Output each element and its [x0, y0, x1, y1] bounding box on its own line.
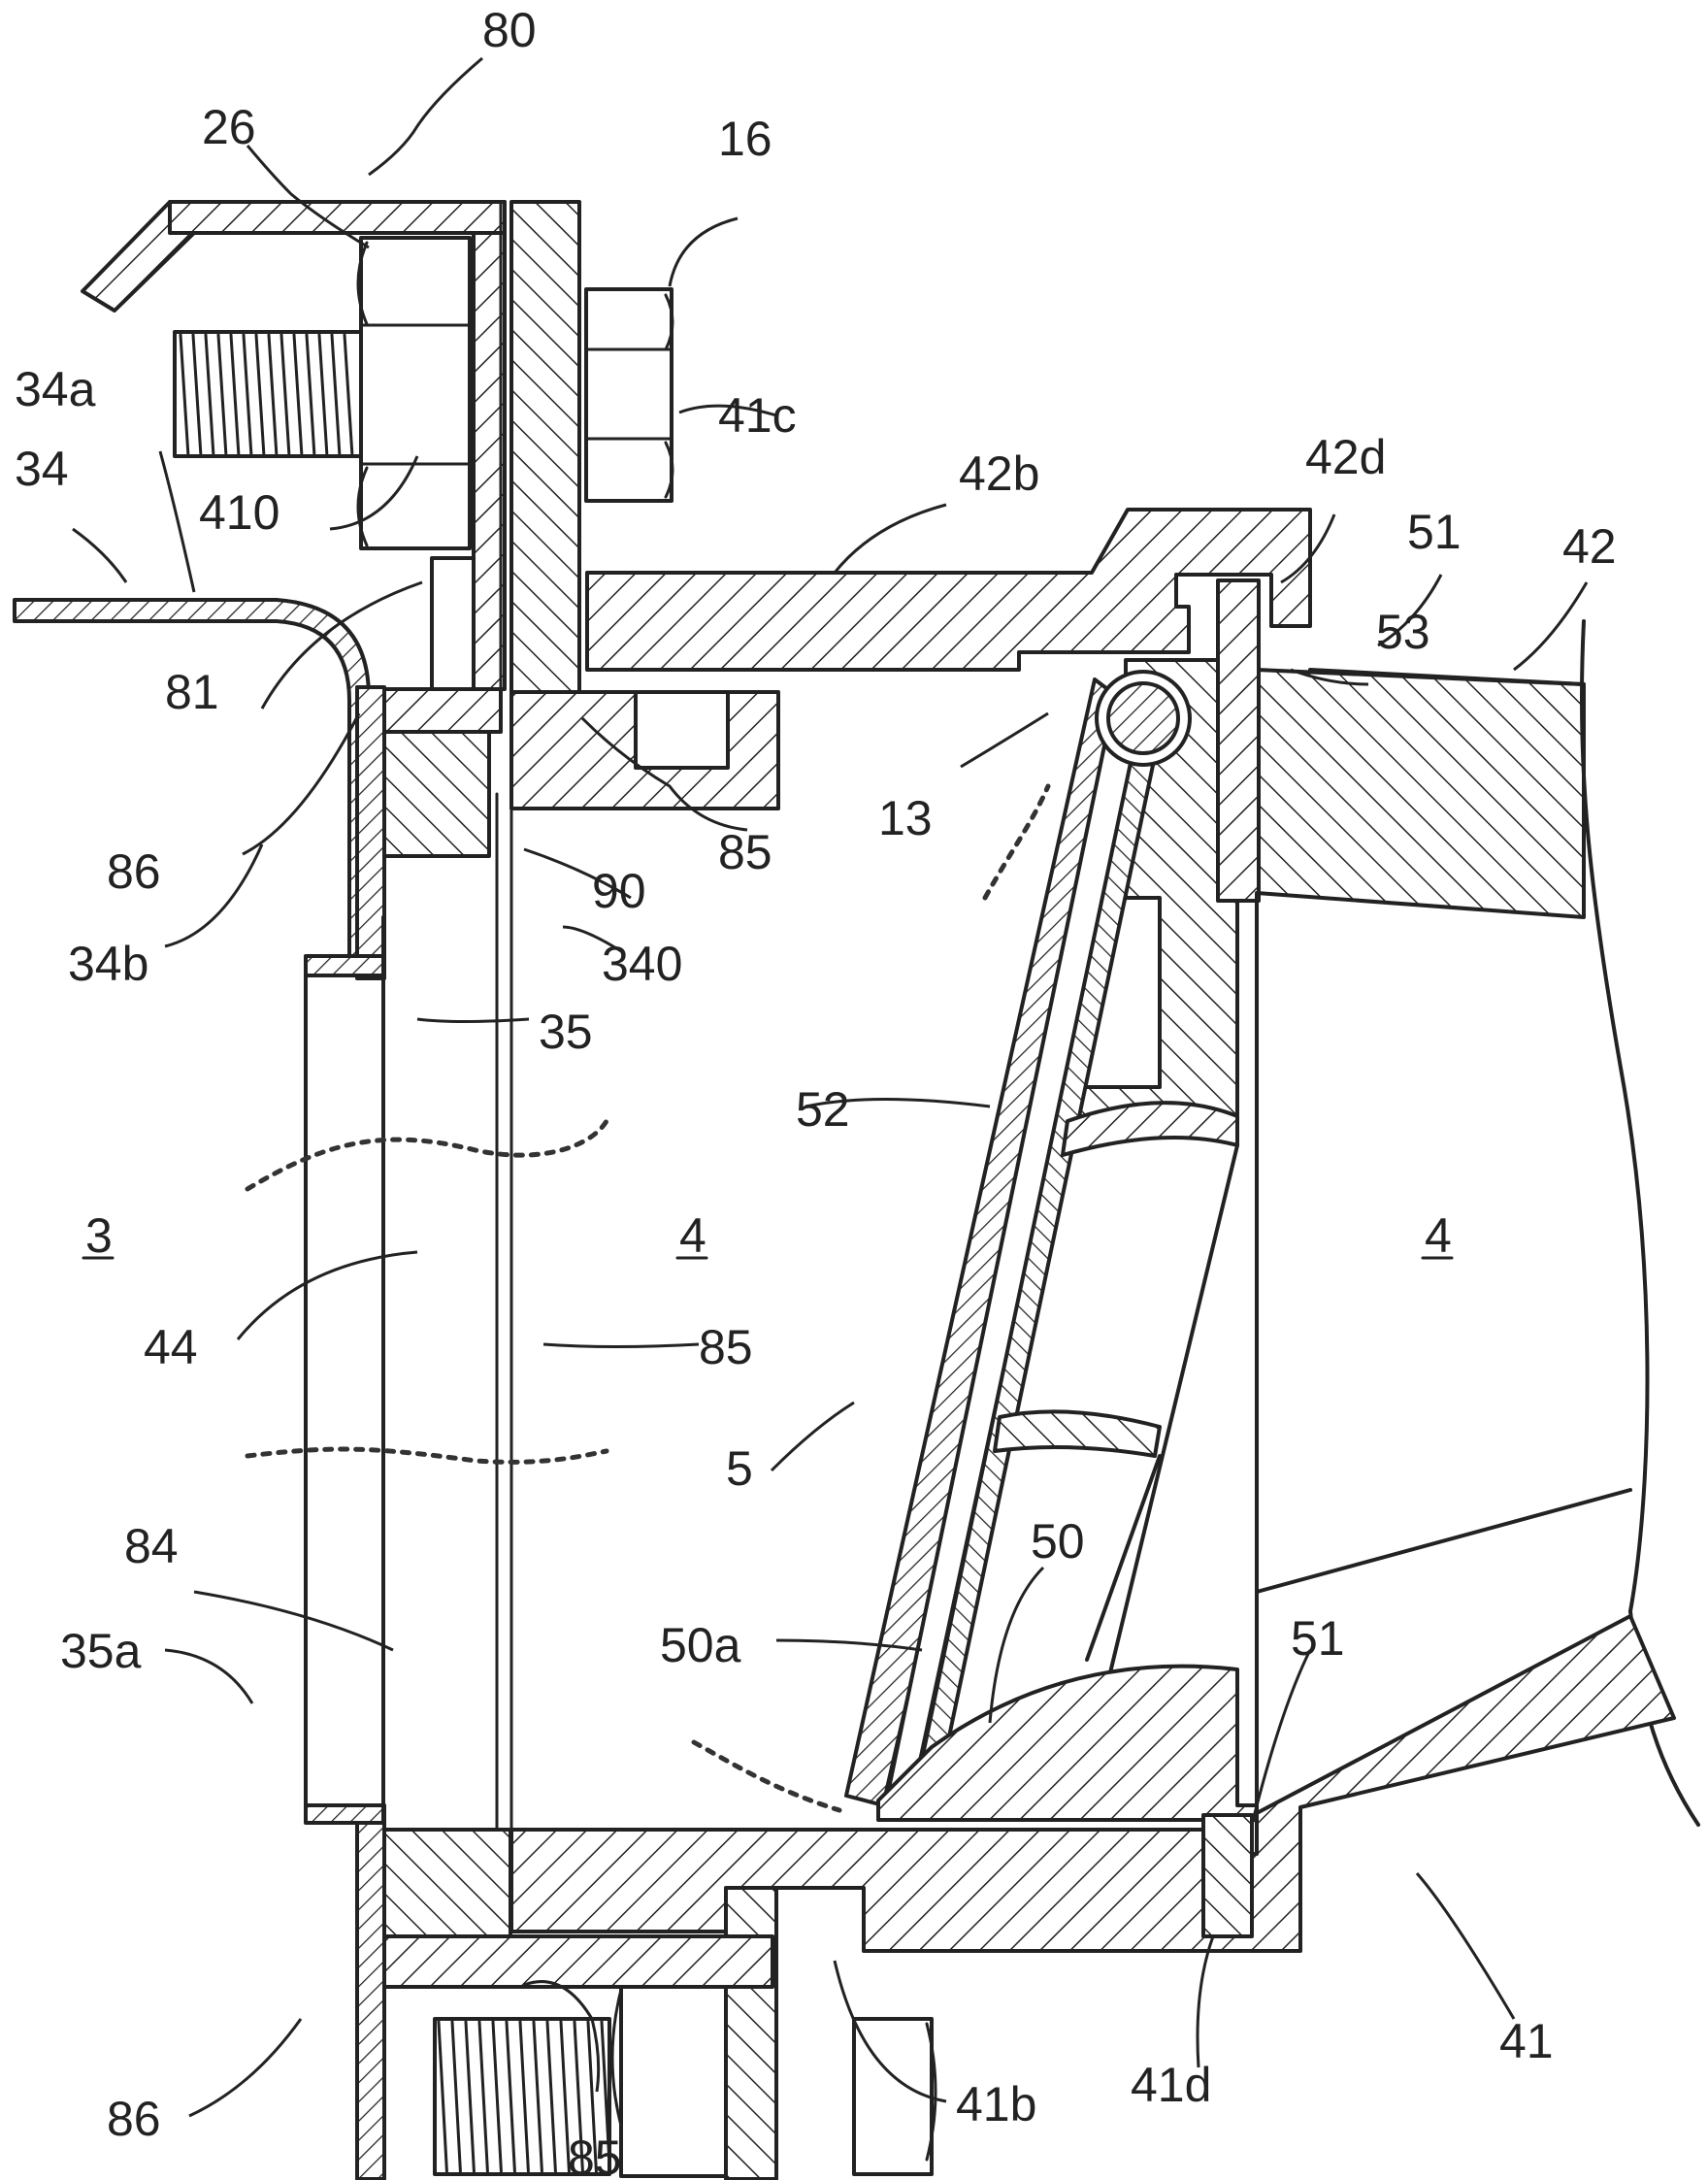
flange-lower-41c — [511, 692, 778, 809]
label-35: 35 — [539, 1005, 593, 1059]
block-42d — [1218, 580, 1259, 901]
label-41: 41 — [1499, 2014, 1554, 2068]
label-5: 5 — [726, 1441, 753, 1496]
bolt-head-16 — [586, 289, 673, 501]
seal-block-90 — [384, 732, 489, 856]
label-51-bottom: 51 — [1291, 1611, 1345, 1666]
cover-42 — [1257, 670, 1584, 917]
label-41b: 41b — [956, 2077, 1036, 2131]
label-42: 42 — [1562, 519, 1617, 574]
label-86-bottom: 86 — [107, 2092, 161, 2146]
threaded-bolt-bottom — [435, 1987, 936, 2176]
label-84: 84 — [124, 1519, 179, 1573]
label-41d: 41d — [1131, 2058, 1211, 2112]
label-90: 90 — [592, 864, 646, 918]
label-85-mid: 85 — [699, 1320, 753, 1374]
label-34a: 34a — [15, 362, 96, 416]
label-34: 34 — [15, 442, 69, 496]
plate-41c — [501, 202, 579, 692]
seal-block-86-top — [384, 689, 501, 732]
right-contour-top — [1582, 621, 1648, 1611]
label-42b: 42b — [959, 446, 1039, 501]
nut-26 — [358, 238, 470, 548]
label-86-top: 86 — [107, 844, 161, 899]
label-44: 44 — [144, 1320, 198, 1374]
flange-41b — [726, 1888, 776, 2179]
label-85-top: 85 — [718, 825, 772, 879]
rim-line — [1257, 1490, 1630, 1592]
ledge-35-top — [306, 956, 383, 975]
label-3: 3 — [85, 1208, 113, 1263]
fan-blade-middle — [995, 1411, 1160, 1456]
label-51-top: 51 — [1407, 505, 1462, 559]
label-410: 410 — [199, 485, 279, 540]
label-34b: 34b — [68, 937, 148, 991]
blade-line-2 — [1087, 1456, 1160, 1660]
plate-42b — [587, 510, 1310, 670]
wall-34b-bottom — [357, 1805, 384, 2179]
label-41c: 41c — [718, 388, 797, 443]
label-35a: 35a — [60, 1624, 142, 1678]
label-50a: 50a — [660, 1618, 741, 1672]
label-53: 53 — [1376, 605, 1430, 659]
ledge-35a — [306, 1805, 383, 1823]
label-16: 16 — [718, 112, 772, 166]
label-340: 340 — [602, 937, 682, 991]
label-81: 81 — [165, 665, 219, 719]
label-42d: 42d — [1305, 430, 1386, 484]
label-80: 80 — [482, 3, 537, 57]
label-13: 13 — [878, 791, 933, 845]
label-85-bottom: 85 — [568, 2130, 622, 2180]
label-52: 52 — [796, 1082, 850, 1137]
label-50: 50 — [1031, 1514, 1085, 1569]
label-4-right: 4 — [1425, 1208, 1452, 1263]
label-26: 26 — [202, 100, 256, 154]
threaded-bolt-left — [175, 332, 361, 456]
filter-35 — [306, 794, 878, 1830]
wall-34b — [357, 687, 384, 978]
pin-13 — [1097, 672, 1190, 765]
small-block-81 — [432, 558, 474, 689]
label-4-left: 4 — [679, 1208, 706, 1263]
